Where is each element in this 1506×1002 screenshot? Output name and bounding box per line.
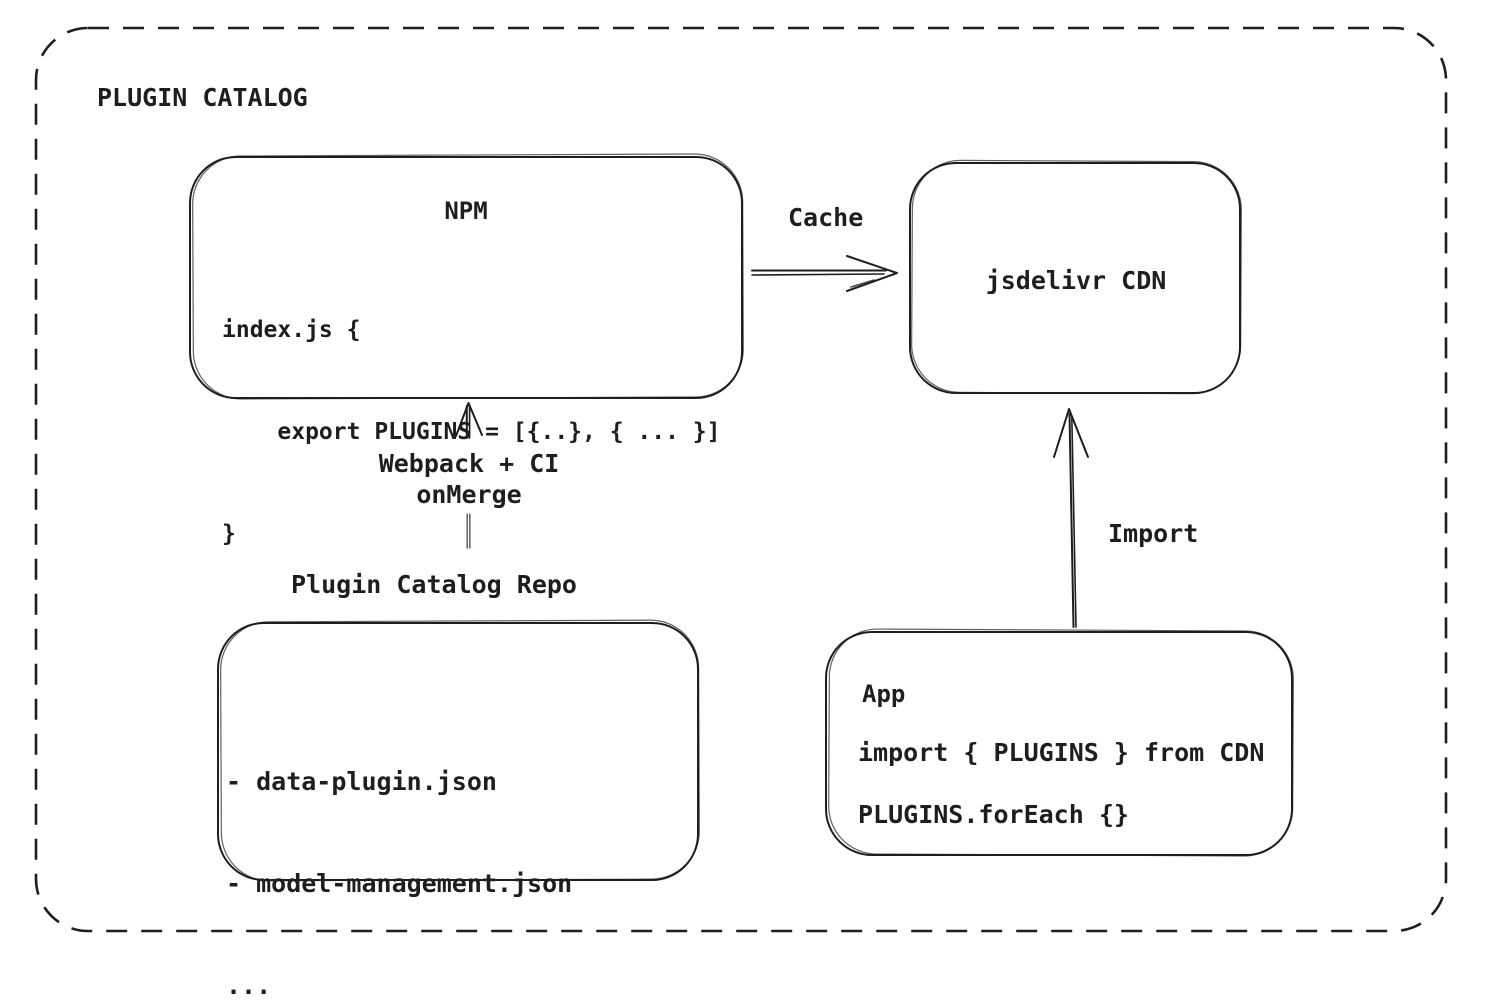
repo-box-shape (217, 619, 700, 882)
plugin-catalog-frame-border (34, 26, 1448, 933)
import-arrow (1053, 408, 1089, 628)
repo-item-2: - model-management.json (226, 869, 573, 898)
repo-title: Plugin Catalog Repo (291, 570, 577, 599)
frame-title: PLUGIN CATALOG (97, 83, 308, 112)
npm-code-line-1: index.js { (222, 317, 361, 343)
repo-item-list: - data-plugin.json - model-management.js… (226, 697, 572, 1002)
build-edge-label-line-1: Webpack + CI (378, 449, 560, 478)
cdn-box-shape (909, 159, 1242, 395)
npm-code-line-3: } (222, 521, 236, 547)
npm-code-line-2: export PLUGINS = [{..}, { ... }] (222, 419, 721, 445)
import-edge-label: Import (1108, 519, 1199, 548)
npm-box-shape (189, 153, 744, 400)
app-title: App (862, 680, 906, 708)
cache-edge-label: Cache (788, 203, 864, 232)
repo-item-1: - data-plugin.json (226, 767, 497, 796)
build-arrow (455, 402, 483, 549)
cache-arrow (751, 255, 898, 292)
app-code-line-1: import { PLUGINS } from CDN (858, 738, 1265, 767)
app-box-shape (825, 628, 1294, 857)
app-code-line-2: PLUGINS.forEach {} (858, 800, 1129, 829)
npm-title: NPM (444, 197, 488, 225)
build-edge-label-line-2: onMerge (416, 480, 522, 509)
repo-item-3: ... (226, 971, 272, 1000)
npm-code-block: index.js { export PLUGINS = [{..}, { ...… (222, 245, 721, 619)
cdn-label: jsdelivr CDN (985, 266, 1167, 295)
